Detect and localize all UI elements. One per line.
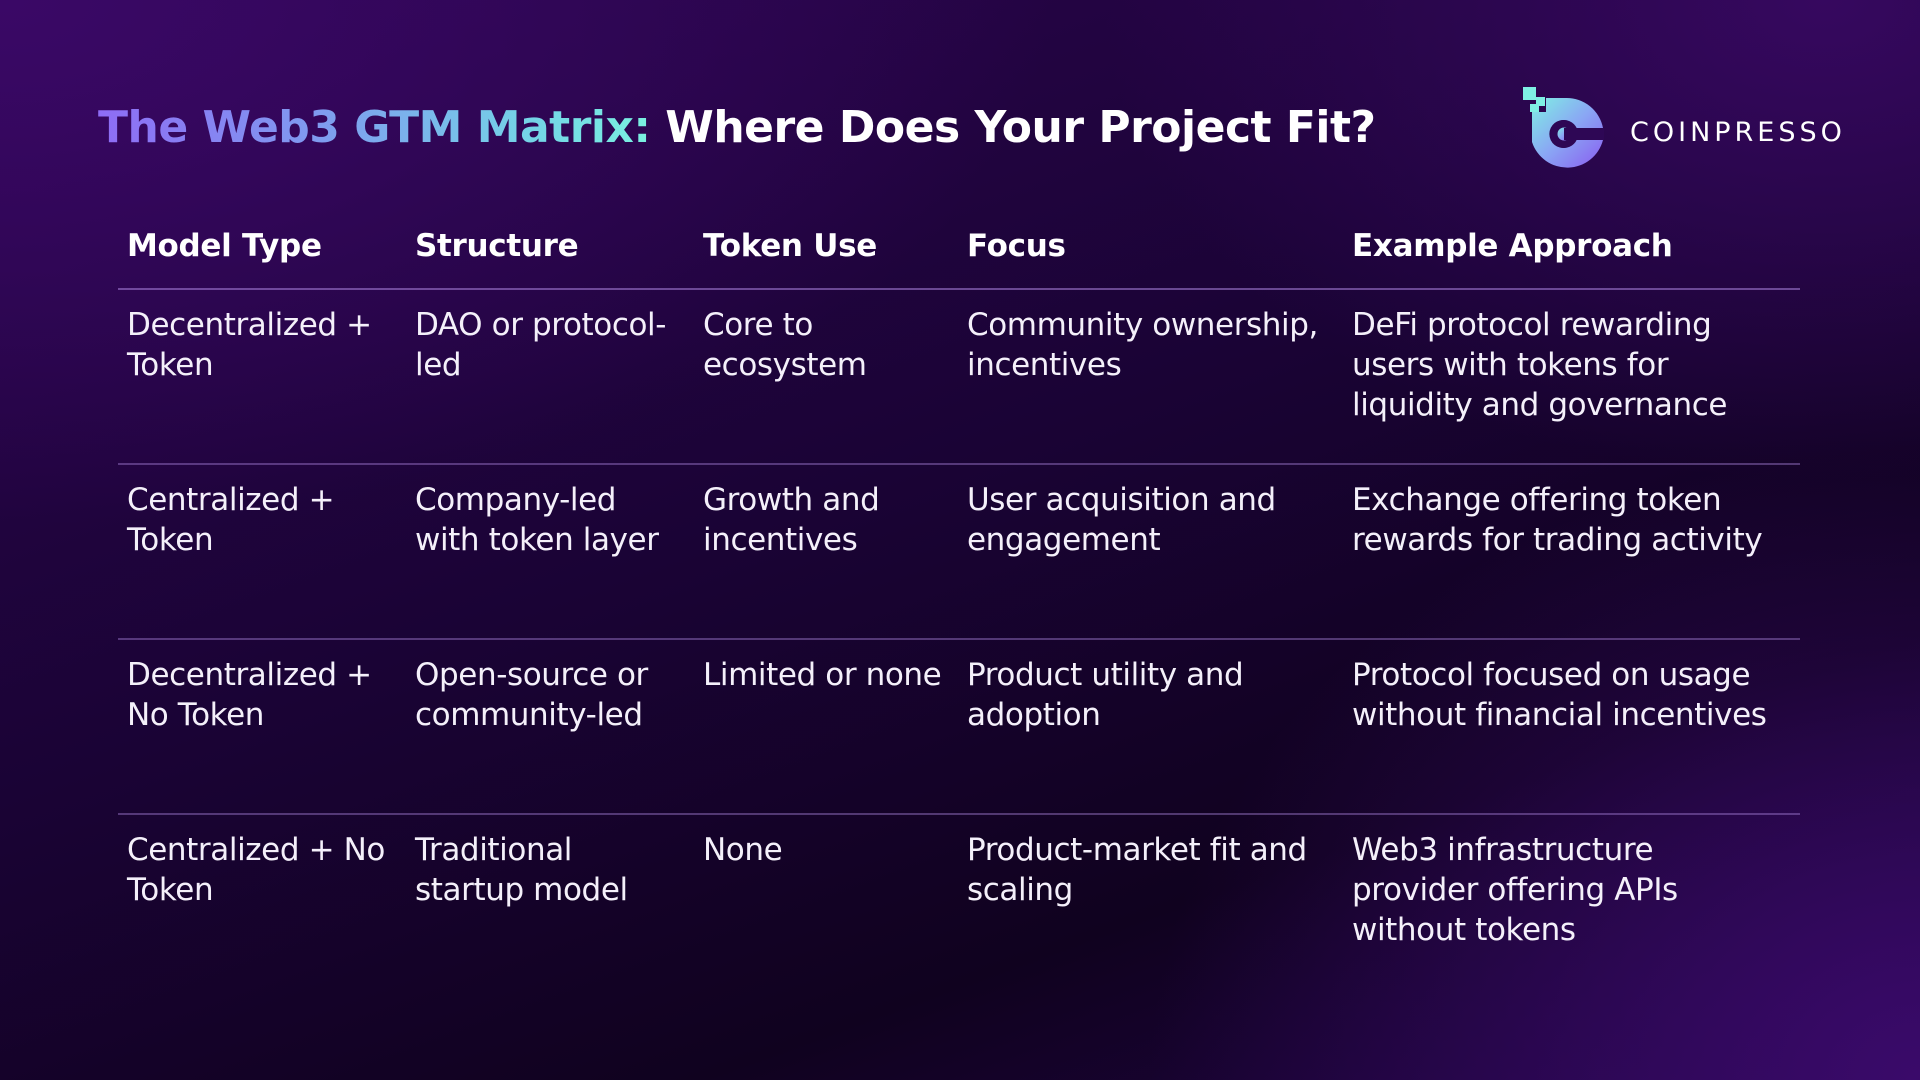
cell-model-type: Decentralized + Token: [127, 307, 372, 383]
brand-name: COINPRESSO: [1630, 116, 1846, 148]
table-row: Centralized + No Token Traditional start…: [118, 815, 1800, 990]
cell-token-use: Core to ecosystem: [703, 307, 867, 383]
cell-token-use: Growth and incentives: [703, 482, 880, 558]
table-row: Decentralized + No Token Open-source or …: [118, 640, 1800, 815]
cell-focus: Community ownership, incentives: [967, 307, 1318, 383]
cell-structure: Open-source or community-led: [415, 657, 648, 733]
column-header-example-approach: Example Approach: [1352, 228, 1673, 264]
coinpresso-logo-icon: [1523, 87, 1604, 168]
cell-model-type: Centralized + Token: [127, 482, 335, 558]
cell-example-approach: Protocol focused on usage without financ…: [1352, 657, 1767, 733]
cell-structure: Traditional startup model: [415, 832, 628, 908]
title-question: Where Does Your Project Fit?: [650, 102, 1376, 153]
cell-example-approach: Web3 infrastructure provider offering AP…: [1352, 832, 1678, 948]
cell-model-type: Decentralized + No Token: [127, 657, 372, 733]
cell-focus: Product utility and adoption: [967, 657, 1244, 733]
column-header-token-use: Token Use: [703, 228, 877, 264]
cell-focus: User acquisition and engagement: [967, 482, 1276, 558]
table-row: Decentralized + Token DAO or protocol-le…: [118, 290, 1800, 465]
cell-token-use: None: [703, 832, 783, 868]
cell-example-approach: DeFi protocol rewarding users with token…: [1352, 307, 1728, 423]
cell-example-approach: Exchange offering token rewards for trad…: [1352, 482, 1763, 558]
cell-structure: DAO or protocol-led: [415, 307, 667, 383]
page-title: The Web3 GTM Matrix: Where Does Your Pro…: [98, 98, 1376, 158]
column-header-focus: Focus: [967, 228, 1066, 264]
title-accent: The Web3 GTM Matrix:: [98, 102, 651, 153]
table-header-row: Model Type Structure Token Use Focus Exa…: [118, 222, 1800, 290]
cell-focus: Product-market fit and scaling: [967, 832, 1307, 908]
column-header-model-type: Model Type: [127, 228, 322, 264]
table-row: Centralized + Token Company-led with tok…: [118, 465, 1800, 640]
cell-model-type: Centralized + No Token: [127, 832, 385, 908]
gtm-matrix-table: Model Type Structure Token Use Focus Exa…: [118, 222, 1800, 990]
column-header-structure: Structure: [415, 228, 579, 264]
cell-token-use: Limited or none: [703, 657, 942, 693]
cell-structure: Company-led with token layer: [415, 482, 659, 558]
brand-logo: COINPRESSO: [1518, 84, 1846, 176]
